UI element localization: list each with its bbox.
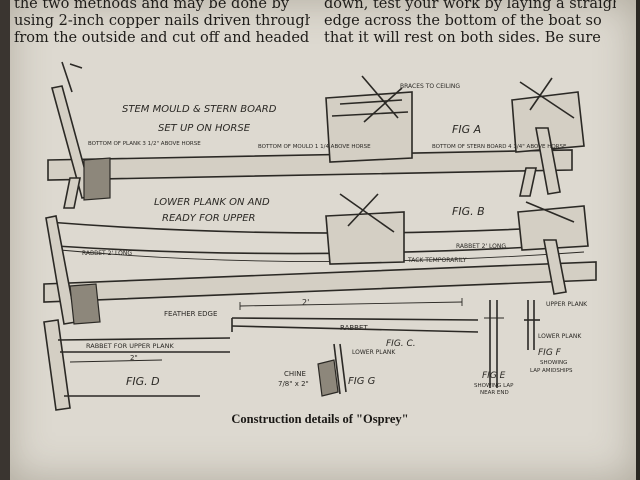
fig-a-label: FIG A xyxy=(452,123,481,136)
bottom-plank-note: BOTTOM OF PLANK 3 1/2" ABOVE HORSE xyxy=(88,141,201,147)
stem-post-b xyxy=(45,215,77,325)
fig-f-upper-plank: UPPER PLANK xyxy=(546,301,588,308)
fig-a-title-line1: STEM MOULD & STERN BOARD xyxy=(122,104,277,115)
figure-caption: Construction details of "Osprey" xyxy=(231,412,409,426)
rabbet-note-left: RABBET 2' LONG xyxy=(82,250,132,257)
rabbet-note-right: RABBET 2' LONG xyxy=(456,243,506,250)
fig-d-dimension: 2" xyxy=(130,354,138,362)
fig-e-caption-2: NEAR END xyxy=(480,390,509,396)
plank-top-edge xyxy=(47,221,583,234)
text-line: down, test your work by laying a straigh… xyxy=(324,0,616,12)
fig-f-lower-plank: LOWER PLANK xyxy=(538,333,582,340)
stern-leg xyxy=(535,127,561,195)
tack-note: TACK TEMPORARILY xyxy=(407,257,467,264)
chine-dimension: 7/8" x 2" xyxy=(278,380,309,388)
fig-c: FEATHER EDGE 2' RABBET FIG. C. xyxy=(164,298,479,349)
fig-f-caption-2: LAP AMIDSHIPS xyxy=(530,368,573,374)
text-line: from the outside and cut off and headed xyxy=(14,30,310,46)
fig-c-dimension: 2' xyxy=(302,298,309,307)
fig-g-label: FIG G xyxy=(348,376,376,387)
text-line: the two methods and may be done by xyxy=(14,0,290,12)
stern-bottom-note: BOTTOM OF STERN BOARD 4 3/4" ABOVE HORSE xyxy=(432,144,567,150)
horse-beam xyxy=(47,149,573,181)
fig-a: STEM MOULD & STERN BOARD SET UP ON HORSE… xyxy=(47,61,585,209)
stem-piece-d xyxy=(43,319,71,411)
feather-edge-label: FEATHER EDGE xyxy=(164,310,217,318)
fig-e-caption-1: SHOWING LAP xyxy=(474,383,514,389)
stern-board-b xyxy=(517,205,589,251)
text-column-left: the two methods and may be done by using… xyxy=(14,0,310,47)
text-column-right: down, test your work by laying a straigh… xyxy=(324,0,616,47)
chine-block xyxy=(317,359,339,397)
fig-b-label: FIG. B xyxy=(452,205,485,218)
chine-label: CHINE xyxy=(284,370,306,378)
horse-beam-b xyxy=(43,261,597,303)
text-line: edge across the bottom of the boat so xyxy=(324,13,602,29)
fig-d-label: FIG. D xyxy=(126,375,160,388)
fig-g: CHINE 7/8" x 2" LOWER PLANK FIG G xyxy=(278,343,396,397)
page-binding xyxy=(0,0,10,480)
text-line: using 2-inch copper nails driven through xyxy=(14,13,310,29)
fig-e-label: FIG E xyxy=(482,371,506,381)
fig-c-label: FIG. C. xyxy=(386,339,416,349)
fig-c-rabbet-label: RABBET xyxy=(340,324,368,332)
fig-d: RABBET FOR UPPER PLANK 2" FIG. D xyxy=(43,319,231,411)
fig-g-lower-plank: LOWER PLANK xyxy=(352,349,396,356)
fig-a-title-line2: SET UP ON HORSE xyxy=(158,123,251,134)
fig-f-caption-1: SHOWING xyxy=(540,360,567,366)
mould-b xyxy=(325,211,405,265)
fig-e: FIG E SHOWING LAP NEAR END xyxy=(474,300,514,396)
stem-block xyxy=(83,157,111,201)
text-line: that it will rest on both sides. Be sure xyxy=(324,30,601,46)
fig-f: UPPER PLANK LOWER PLANK FIG F SHOWING LA… xyxy=(524,300,588,374)
fig-b-title-line1: LOWER PLANK ON AND xyxy=(154,197,270,208)
braces-label: BRACES TO CEILING xyxy=(400,83,460,90)
mould-bottom-note: BOTTOM OF MOULD 1 1/4 ABOVE HORSE xyxy=(258,144,371,150)
stern-board xyxy=(511,91,585,153)
fig-b-title-line2: READY FOR UPPER xyxy=(162,213,256,224)
fig-f-label: FIG F xyxy=(538,348,562,358)
fig-b: LOWER PLANK ON AND READY FOR UPPER FIG. … xyxy=(43,193,597,325)
fig-d-rabbet-label: RABBET FOR UPPER PLANK xyxy=(86,342,174,350)
